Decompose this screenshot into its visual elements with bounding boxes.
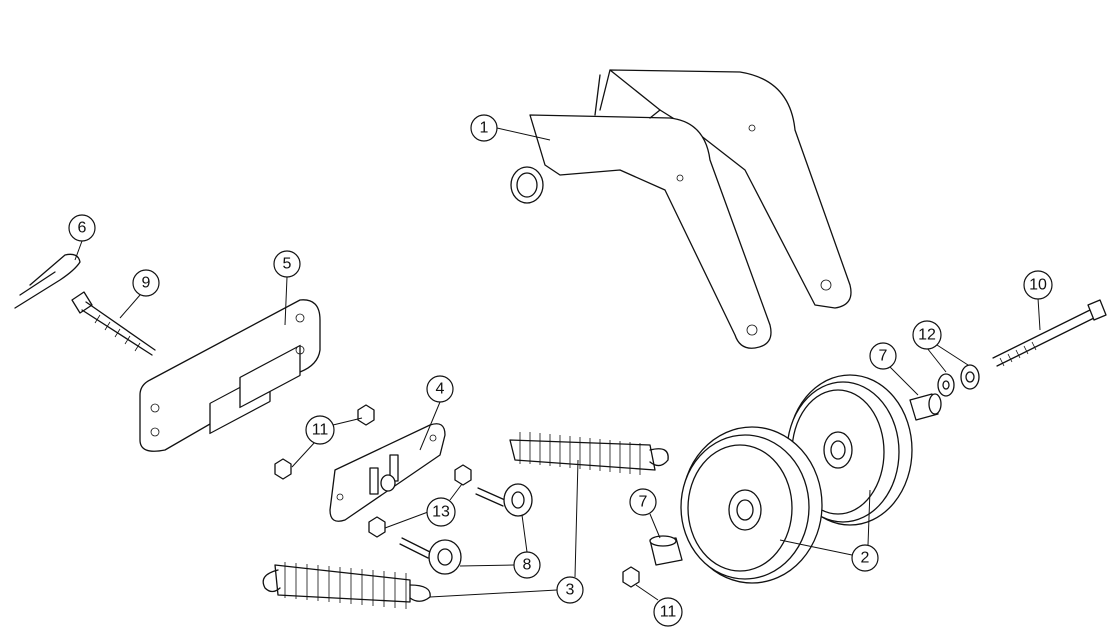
callout-12: 12	[912, 320, 942, 350]
svg-text:11: 11	[660, 604, 677, 621]
svg-text:7: 7	[879, 348, 888, 365]
svg-text:13: 13	[432, 504, 450, 521]
spring-plate-part	[329, 423, 446, 522]
bracket-part	[510, 69, 852, 349]
svg-text:2: 2	[861, 550, 870, 567]
mount-plate-part	[139, 299, 321, 452]
pulley-parts	[680, 374, 913, 584]
svg-text:1: 1	[480, 120, 489, 137]
callout-13: 13	[426, 497, 456, 527]
callout-11-left: 11	[305, 415, 335, 445]
svg-text:7: 7	[639, 494, 648, 511]
svg-text:6: 6	[78, 220, 87, 237]
callout-7-lower: 7	[629, 488, 657, 516]
eyebolt-parts	[399, 483, 533, 575]
callout-3: 3	[556, 576, 584, 604]
callout-1: 1	[470, 114, 498, 142]
svg-text:4: 4	[436, 381, 445, 398]
callout-5: 5	[273, 250, 301, 278]
nuts	[274, 404, 640, 588]
svg-text:12: 12	[918, 327, 936, 344]
callout-9: 9	[132, 269, 160, 297]
callout-6: 6	[68, 214, 96, 242]
spring-parts	[262, 432, 669, 609]
callout-7-upper: 7	[869, 342, 897, 370]
leader-lines	[74, 127, 1041, 601]
svg-text:8: 8	[523, 557, 532, 574]
callout-10: 10	[1023, 270, 1053, 300]
svg-text:5: 5	[283, 256, 292, 273]
svg-text:3: 3	[566, 582, 575, 599]
callout-11-bottom: 11	[653, 597, 683, 627]
callout-2: 2	[851, 544, 879, 572]
svg-text:11: 11	[312, 422, 329, 439]
callout-8: 8	[513, 551, 541, 579]
spacer-washer-bolt-parts	[649, 299, 1107, 566]
svg-text:9: 9	[142, 275, 151, 292]
hairpin-clip-part	[14, 253, 81, 309]
callout-4: 4	[426, 375, 454, 403]
short-bolt-part	[71, 291, 156, 356]
svg-text:10: 10	[1029, 277, 1047, 294]
